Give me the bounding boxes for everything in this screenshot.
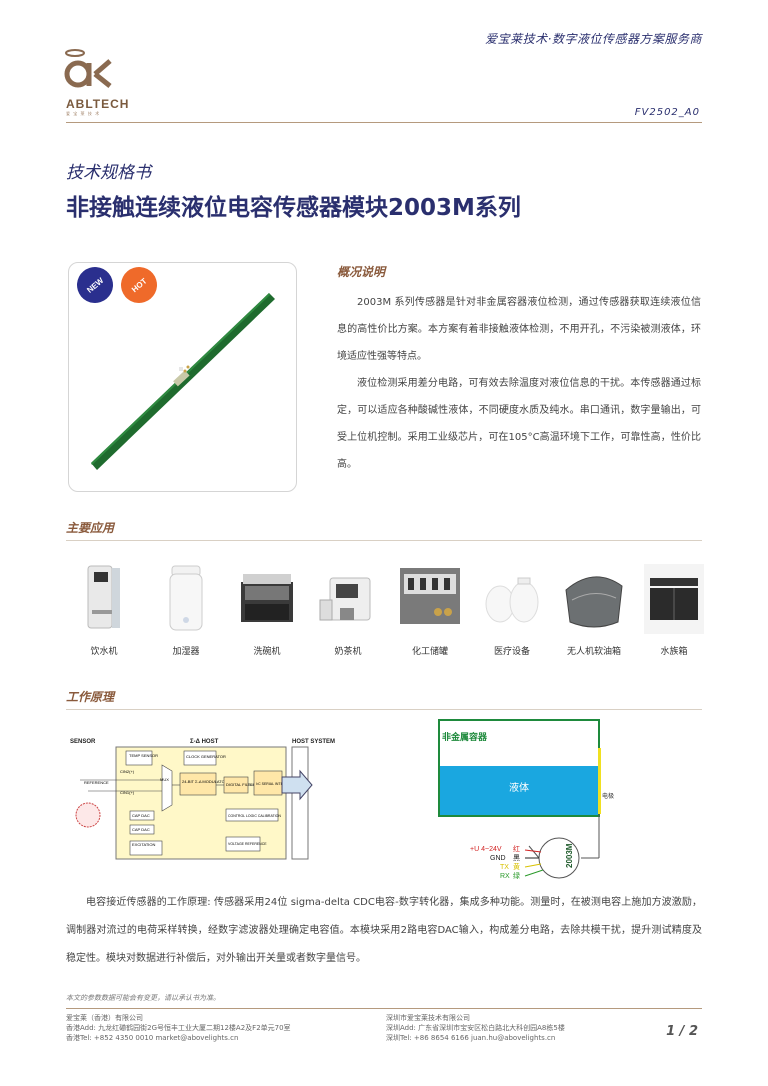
- application-label: 加湿器: [172, 647, 200, 657]
- footer-line: 爱宝莱（香港）有限公司: [66, 1014, 143, 1022]
- footer-line: 深圳市爱宝莱技术有限公司: [386, 1014, 470, 1022]
- overview-paragraph: 2003M 系列传感器是针对非金属容器液位检测，通过传感器获取连续液位信息的高性…: [337, 297, 701, 362]
- sensor-wiring-diagram: 非金属容器 液体 电极 2003M +U 4~24V 红 GND 黑 TX 黄 …: [438, 719, 614, 880]
- footer-line: 香港Add: 九龙红磡鹤园街2G号恒丰工业大厦二期12楼A2及F2单元70室: [66, 1024, 291, 1032]
- application-item: 奶茶机: [310, 560, 386, 660]
- application-item: 加湿器: [148, 560, 224, 660]
- water-dispenser-icon: [87, 565, 120, 629]
- page-number: 1 / 2: [666, 1024, 698, 1039]
- diagram-label: SENSOR: [70, 739, 96, 745]
- wire-label: TX: [500, 864, 509, 871]
- overview-paragraph: 液位检测采用差分电路，可有效去除温度对液位信息的干扰。本传感器通过标定，可以适应…: [337, 378, 701, 470]
- diagram-label: CLOCK GENERATOR: [186, 754, 226, 759]
- liquid-label: 液体: [509, 781, 529, 794]
- milk-tea-machine-icon: [319, 577, 371, 621]
- diagram-label: 24-BIT Σ-Δ MODULATOR: [182, 779, 228, 784]
- wire-color-label: 黑: [513, 854, 520, 862]
- footer-hk-contact: 爱宝莱（香港）有限公司 香港Add: 九龙红磡鹤园街2G号恒丰工业大厦二期12楼…: [66, 1013, 291, 1043]
- humidifier-icon: [169, 565, 203, 631]
- drone-fuel-bag-icon: [565, 576, 623, 628]
- abltech-logo-icon: [64, 49, 112, 88]
- application-label: 无人机软油箱: [566, 647, 621, 657]
- diagram-label: EXCITATION: [132, 842, 156, 847]
- principle-paragraph: 电容接近传感器的工作原理: 传感器采用24位 sigma-delta CDC电容…: [66, 897, 702, 964]
- aquarium-icon: [644, 564, 704, 634]
- diagram-label: TEMP SENSOR: [129, 753, 158, 758]
- diagram-label: CIN1(+): [120, 790, 135, 795]
- overview-text: 2003M 系列传感器是针对非金属容器液位检测，通过传感器获取连续液位信息的高性…: [337, 289, 701, 478]
- diagram-label: Σ-Δ HOST: [190, 739, 219, 745]
- diagram-label: I²C SERIAL INTERFACE: [256, 782, 295, 786]
- application-item: 水族箱: [636, 560, 712, 660]
- module-label: 2003M: [565, 843, 574, 868]
- footer-divider: [66, 1008, 702, 1009]
- footer-sz-contact: 深圳市爱宝莱技术有限公司 深圳Add: 广东省深圳市宝安区松白路北大科创园A8栋…: [386, 1013, 565, 1043]
- cdc-block-diagram: SENSOR Σ-Δ HOST HOST SYSTEM TEMP SENSOR …: [70, 739, 335, 860]
- application-item: 饮水机: [66, 560, 142, 660]
- principle-text: 电容接近传感器的工作原理: 传感器采用24位 sigma-delta CDC电容…: [66, 889, 702, 973]
- document-title: 非接触连续液位电容传感器模块2003M系列: [66, 195, 521, 221]
- application-label: 医疗设备: [493, 647, 530, 657]
- container-label: 非金属容器: [442, 731, 488, 742]
- wire-label: RX: [500, 873, 510, 880]
- diagram-label: REFERENCE: [84, 780, 109, 785]
- wire-label: GND: [490, 855, 506, 862]
- principle-divider: [66, 709, 702, 710]
- diagram-label: CONTROL LOGIC CALIBRATION: [228, 814, 281, 818]
- logo-subtitle: 爱 宝 莱 技 术: [66, 111, 101, 116]
- footer-line: 香港Tel: +852 4350 0010 market@abovelights…: [66, 1034, 239, 1042]
- diagram-label: VOLTAGE REFERENCE: [228, 842, 267, 846]
- footer-line: 深圳Add: 广东省深圳市宝安区松白路北大科创园A8栋5楼: [386, 1024, 565, 1032]
- application-item: 医疗设备: [474, 560, 550, 660]
- wire-color-label: 绿: [513, 871, 520, 880]
- diagram-label: DIGITAL FILTER: [226, 782, 256, 787]
- disclaimer: 本文的参数数据可能会有变更，请以承认书为准。: [66, 994, 220, 1002]
- overview-heading: 概况说明: [337, 265, 386, 279]
- medical-equipment-icon: [485, 577, 539, 623]
- wire-color-label: 黄: [513, 862, 520, 871]
- wire-label: +U 4~24V: [470, 846, 502, 853]
- applications-list: 饮水机 加湿器 洗碗机 奶茶机: [66, 560, 712, 660]
- application-label: 奶茶机: [334, 647, 362, 657]
- logo-wordmark: ABLTECH: [66, 97, 130, 111]
- application-item: 无人机软油箱: [556, 560, 632, 660]
- product-image-card: NEW HOT: [68, 262, 297, 492]
- application-label: 洗碗机: [253, 647, 281, 657]
- footer-line: 深圳Tel: +86 8654 6166 juan.hu@abovelights…: [386, 1034, 556, 1042]
- diagram-label: CAP DAC: [132, 827, 150, 832]
- application-label: 化工储罐: [411, 647, 448, 657]
- diagram-label: CAP DAC: [132, 813, 150, 818]
- application-item: 洗碗机: [229, 560, 305, 660]
- application-item: 化工储罐: [392, 560, 468, 660]
- application-label: 水族箱: [660, 647, 688, 657]
- wire-color-label: 红: [513, 844, 520, 853]
- diagram-label: CIN2(+): [120, 769, 135, 774]
- diagram-label: MUX: [160, 777, 169, 782]
- header-tagline: 爱宝莱技术·数字液位传感器方案服务商: [485, 32, 702, 46]
- electrode-label: 电极: [602, 792, 614, 800]
- applications-heading: 主要应用: [66, 521, 115, 535]
- applications-divider: [66, 540, 702, 541]
- application-label: 饮水机: [90, 647, 118, 657]
- chemical-tank-icon: [400, 568, 460, 624]
- diagram-label: HOST SYSTEM: [292, 739, 335, 745]
- document-number: FV2502_A0: [634, 107, 700, 118]
- dishwasher-icon: [241, 574, 293, 622]
- pcb-product-image: [91, 293, 275, 470]
- document-type: 技术规格书: [66, 163, 151, 183]
- principle-heading: 工作原理: [66, 690, 115, 704]
- header-divider: [66, 122, 702, 123]
